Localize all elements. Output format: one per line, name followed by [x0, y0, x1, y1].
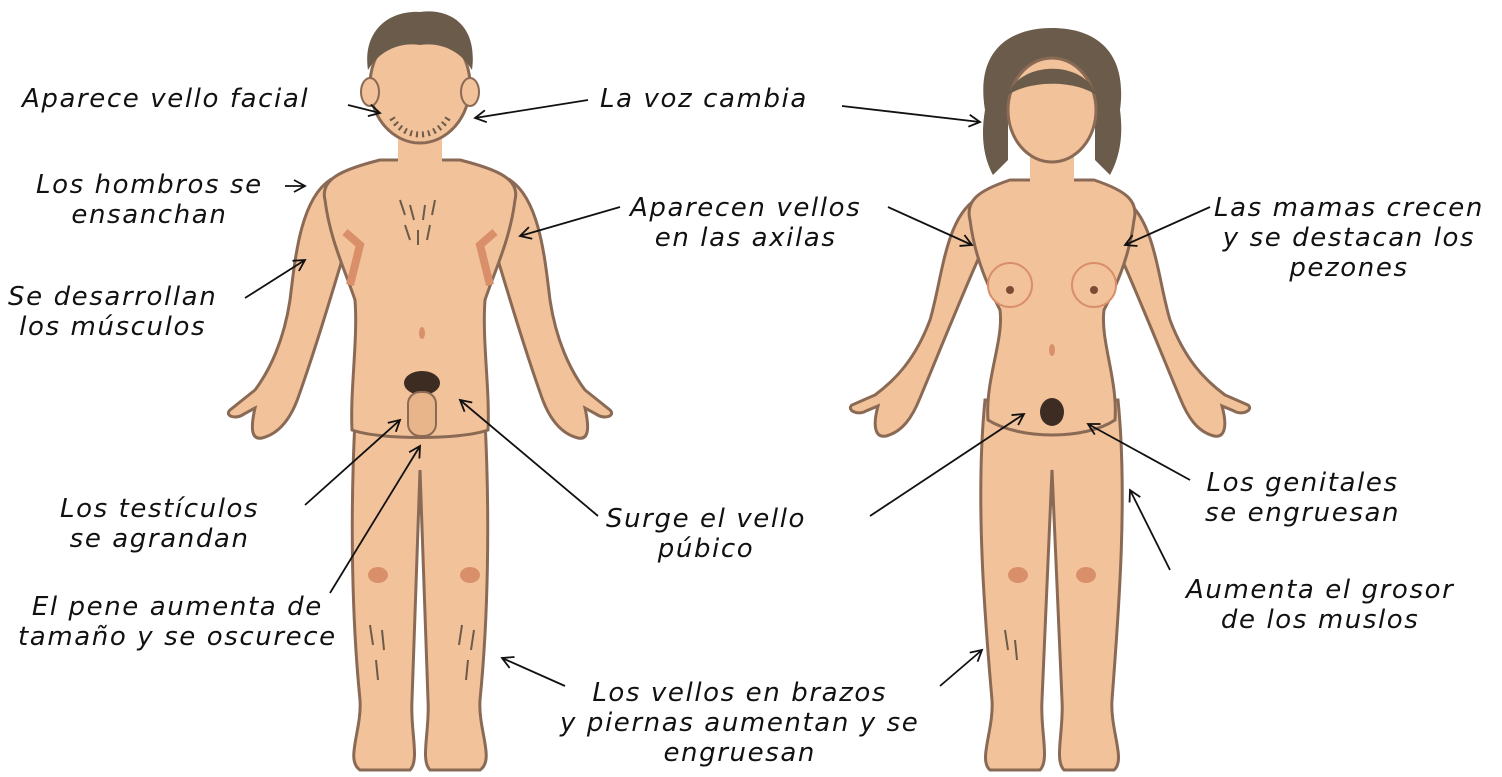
female-right-knee [1076, 567, 1096, 583]
male-left-knee [368, 567, 388, 583]
male-legs [352, 420, 487, 770]
label-voice: La voz cambia [600, 84, 808, 114]
female-left-knee [1008, 567, 1028, 583]
label-thighs: Aumenta el grosor de los muslos [1186, 575, 1454, 635]
arrow-voice-female [842, 106, 980, 122]
male-left-ear [361, 78, 379, 106]
female-right-nipple [1090, 286, 1098, 294]
arrow-voice-male [475, 100, 588, 118]
female-pubic-hair [1040, 398, 1064, 426]
label-armpit-hair: Aparecen vellos en las axilas [630, 193, 861, 253]
arrow-limb-male [502, 658, 565, 686]
female-left-arm [850, 200, 980, 436]
female-figure [850, 28, 1249, 770]
label-genitals: Los genitales se engruesan [1205, 468, 1400, 528]
female-right-breast [1072, 263, 1116, 307]
label-penis: El pene aumenta de tamaño y se oscurece [18, 592, 337, 652]
label-shoulders: Los hombros se ensanchan [36, 170, 263, 230]
arrow-limb-female [940, 650, 982, 686]
arrow-thighs [1130, 490, 1170, 570]
male-figure [228, 11, 611, 770]
label-facial-hair: Aparece vello facial [22, 84, 309, 114]
label-breasts: Las mamas crecen y se destacan los pezon… [1214, 193, 1484, 283]
male-navel [419, 327, 425, 339]
female-left-breast [988, 263, 1032, 307]
male-right-ear [461, 78, 479, 106]
female-legs [981, 400, 1122, 770]
female-torso [969, 180, 1135, 435]
label-pubic-hair: Surge el vello púbico [606, 504, 806, 564]
label-limb-hair: Los vellos en brazos y piernas aumentan … [560, 678, 919, 768]
label-muscles: Se desarrollan los músculos [8, 282, 217, 342]
male-right-knee [460, 567, 480, 583]
male-genitals [408, 392, 436, 436]
label-testicles: Los testículos se agrandan [60, 494, 259, 554]
female-left-nipple [1006, 286, 1014, 294]
female-navel [1049, 344, 1055, 356]
